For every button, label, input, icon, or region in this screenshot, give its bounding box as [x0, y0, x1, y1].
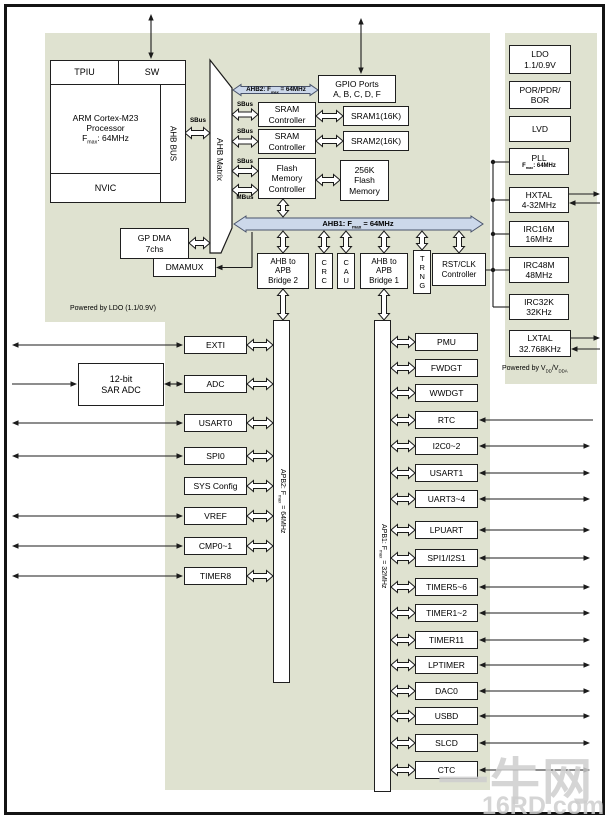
- sram-controller2-box: SRAM Controller: [258, 129, 316, 154]
- ahb-apb-bridge2-box: AHB to APB Bridge 2: [257, 253, 309, 289]
- nvic-box: NVIC: [50, 173, 161, 203]
- timer8-box: TIMER8: [184, 567, 247, 585]
- apb2-bus-bar: APB2: Fmax = 64MHz: [273, 320, 290, 683]
- spi0-box: SPI0: [184, 447, 247, 465]
- usbd-box: USBD: [415, 707, 478, 725]
- ahb-bus-strip: AHB BUS: [160, 84, 186, 203]
- powered-by-ldo-note: Powered by LDO (1.1/0.9V): [70, 305, 156, 312]
- ahb2-bus-label: AHB2: Fmax = 64MHz: [246, 86, 306, 95]
- ahb-matrix-label: AHB Matrix: [215, 137, 225, 181]
- spi1-i2s1-box: SPI1/I2S1: [415, 549, 478, 567]
- sbus-label-core: SBus: [189, 117, 207, 124]
- lxtal-box: LXTAL 32.768KHz: [509, 330, 571, 357]
- adc-box: ADC: [184, 375, 247, 393]
- usart1-box: USART1: [415, 464, 478, 482]
- sbus-label-2: SBus: [236, 128, 254, 135]
- timer12-box: TIMER1~2: [415, 604, 478, 622]
- sys-config-box: SYS Config: [184, 477, 247, 495]
- cau-box: CAU: [337, 253, 355, 289]
- fwdgt-box: FWDGT: [415, 359, 478, 377]
- ahb1-bus-label: AHB1: Fmax = 64MHz: [322, 219, 394, 230]
- timer11-box: TIMER11: [415, 631, 478, 649]
- timer56-box: TIMER5~6: [415, 578, 478, 596]
- irc16m-box: IRC16M 16MHz: [509, 221, 569, 247]
- dac0-box: DAC0: [415, 682, 478, 700]
- pll-box: PLL Fmax: 64MHz: [509, 148, 569, 175]
- gpio-ports-box: GPIO Ports A, B, C, D, F: [318, 75, 396, 103]
- wwdgt-box: WWDGT: [415, 384, 478, 402]
- irc48m-box: IRC48M 48MHz: [509, 257, 569, 283]
- crc-box: CRC: [315, 253, 333, 289]
- flash-controller-box: Flash Memory Controller: [258, 158, 316, 199]
- ldo-box: LDO 1.1/0.9V: [509, 45, 571, 74]
- cortex-m23-core-box: ARM Cortex-M23 Processor Fmax: 64MHz: [50, 84, 161, 174]
- ctc-box: CTC: [415, 761, 478, 779]
- trng-box: TRNG: [413, 250, 431, 294]
- sar-adc-box: 12-bit SAR ADC: [78, 363, 164, 406]
- sbus-label-3: SBus: [236, 158, 254, 165]
- uart34-box: UART3~4: [415, 490, 478, 508]
- rtc-box: RTC: [415, 411, 478, 429]
- mbus-label: MBus: [236, 194, 254, 201]
- ahb-apb-bridge1-box: AHB to APB Bridge 1: [360, 253, 408, 289]
- flash-memory-box: 256K Flash Memory: [340, 160, 389, 201]
- slcd-box: SLCD: [415, 734, 478, 752]
- sw-box: SW: [118, 60, 186, 85]
- sram2-box: SRAM2(16K): [343, 131, 409, 151]
- pmu-box: PMU: [415, 333, 478, 351]
- sram-controller1-box: SRAM Controller: [258, 102, 316, 127]
- tpiu-box: TPIU: [50, 60, 119, 85]
- usart0-box: USART0: [184, 414, 247, 432]
- lpuart-box: LPUART: [415, 521, 478, 539]
- i2c-box: I2C0~2: [415, 437, 478, 455]
- sbus-label-1: SBus: [236, 101, 254, 108]
- por-pdr-bor-box: POR/PDR/ BOR: [509, 81, 571, 109]
- lvd-box: LVD: [509, 116, 571, 142]
- irc32k-box: IRC32K 32KHz: [509, 294, 569, 320]
- lptimer-box: LPTIMER: [415, 656, 478, 674]
- dmamux-box: DMAMUX: [153, 258, 216, 277]
- cmp-box: CMP0~1: [184, 537, 247, 555]
- exti-box: EXTI: [184, 336, 247, 354]
- vref-box: VREF: [184, 507, 247, 525]
- gp-dma-box: GP DMA 7chs: [120, 228, 189, 259]
- apb1-bus-bar: APB1: Fmax = 32MHz: [374, 320, 391, 792]
- powered-by-vdd-note: Powered by VDD/VDDA: [502, 365, 568, 374]
- hxtal-box: HXTAL 4-32MHz: [509, 187, 569, 213]
- sram1-box: SRAM1(16K): [343, 106, 409, 126]
- rst-clk-controller-box: RST/CLK Controller: [432, 253, 486, 286]
